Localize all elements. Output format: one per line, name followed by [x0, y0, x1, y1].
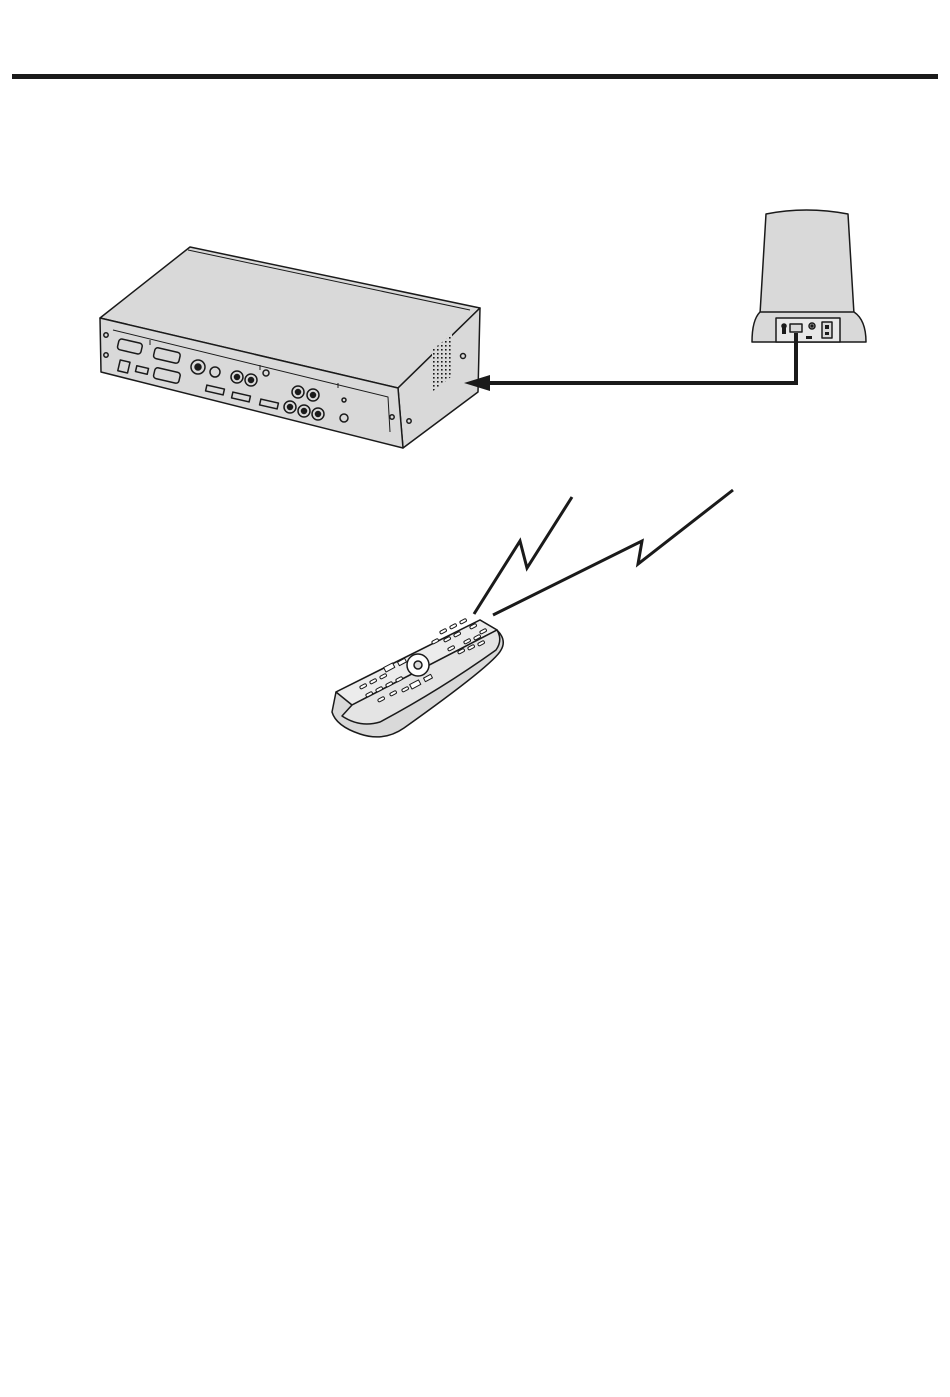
wireless-signals [474, 490, 733, 615]
remote-control-icon [332, 618, 503, 737]
camera-icon [752, 210, 866, 342]
signal-to-main-unit [474, 497, 572, 614]
signal-to-camera [493, 490, 733, 615]
cable-connection [464, 333, 796, 391]
main-unit-icon [100, 247, 480, 448]
